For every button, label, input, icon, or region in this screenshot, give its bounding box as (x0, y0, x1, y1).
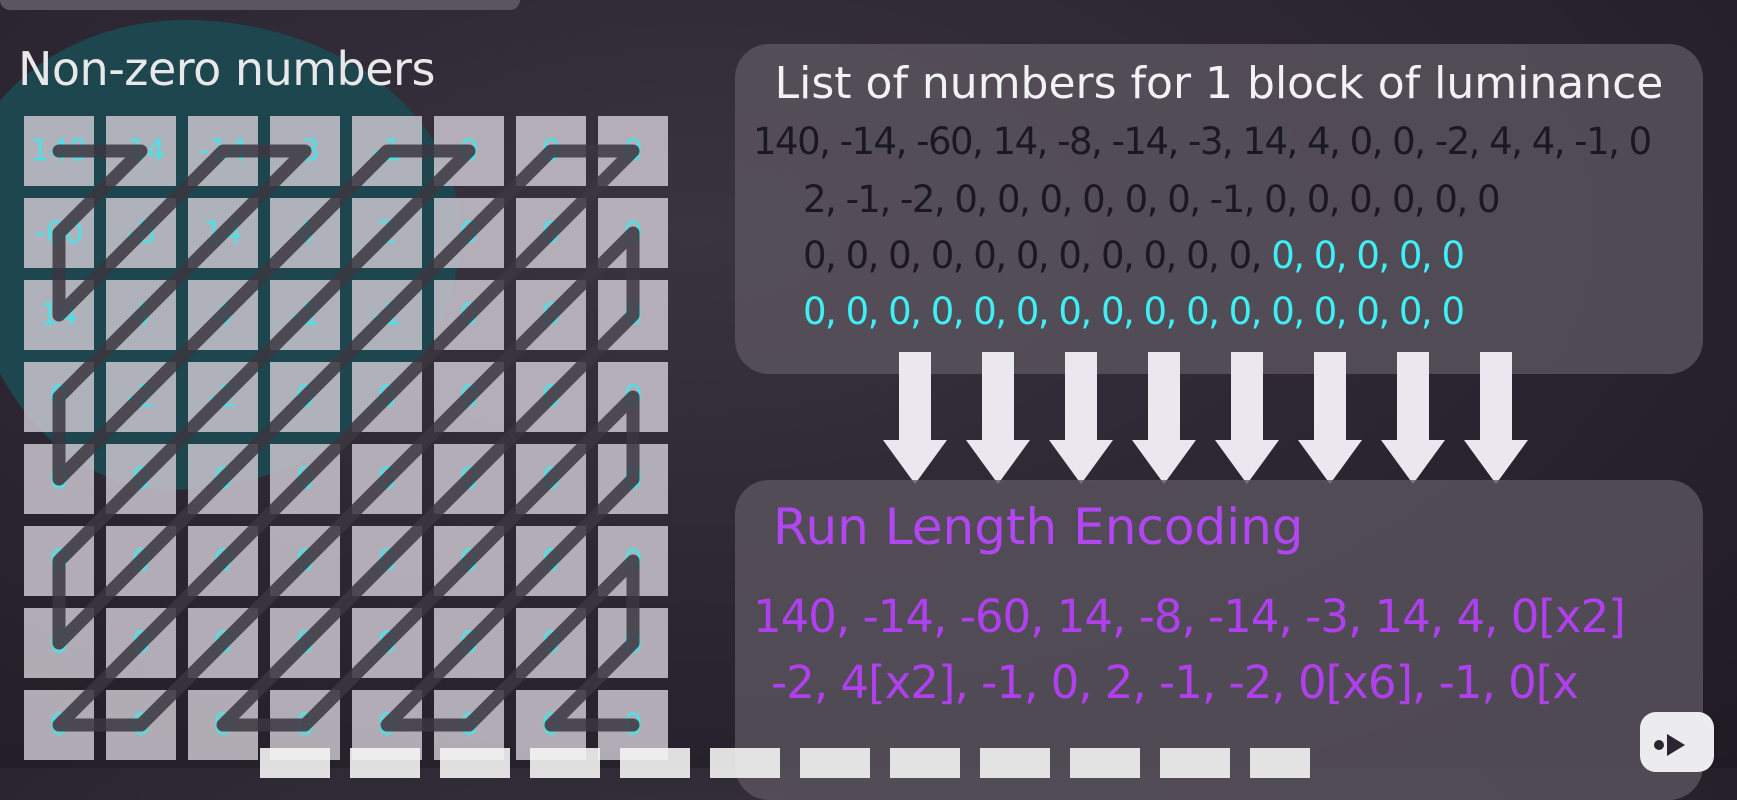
list-line-3-dark: 0, 0, 0, 0, 0, 0, 0, 0, 0, 0, 0, (803, 234, 1262, 277)
logo-eye-left (1654, 740, 1664, 750)
down-arrow-icon (1132, 352, 1196, 484)
rle-title: Run Length Encoding (773, 498, 1304, 556)
subtitle-fragment (260, 748, 1310, 778)
down-arrow-icon (966, 352, 1030, 484)
down-arrow-icon (883, 352, 947, 484)
down-arrow-icon (1381, 352, 1445, 484)
top-strip (0, 0, 520, 10)
down-arrow-icon (1215, 352, 1279, 484)
list-line-3: 0, 0, 0, 0, 0, 0, 0, 0, 0, 0, 0, 0, 0, 0… (803, 234, 1465, 277)
down-arrow-icon (1049, 352, 1113, 484)
list-title: List of numbers for 1 block of luminance (774, 58, 1664, 109)
play-icon (1667, 734, 1685, 756)
video-site-logo (1640, 712, 1714, 772)
down-arrows (883, 352, 1528, 484)
list-line-2: 2, -1, -2, 0, 0, 0, 0, 0, 0, -1, 0, 0, 0… (803, 178, 1501, 221)
nonzero-title: Non-zero numbers (18, 42, 435, 96)
rle-line-1: 140, -14, -60, 14, -8, -14, -3, 14, 4, 0… (753, 590, 1626, 643)
list-line-4: 0, 0, 0, 0, 0, 0, 0, 0, 0, 0, 0, 0, 0, 0… (803, 290, 1465, 333)
list-line-1: 140, -14, -60, 14, -8, -14, -3, 14, 4, 0… (753, 120, 1652, 163)
rle-panel: Run Length Encoding 140, -14, -60, 14, -… (735, 480, 1703, 800)
luminance-list-panel: List of numbers for 1 block of luminance… (735, 44, 1703, 374)
rle-line-2: -2, 4[x2], -1, 0, 2, -1, -2, 0[x6], -1, … (771, 656, 1579, 709)
down-arrow-icon (1464, 352, 1528, 484)
zigzag-scan-path (52, 144, 640, 732)
down-arrow-icon (1298, 352, 1362, 484)
list-line-3-cyan: 0, 0, 0, 0, 0 (1260, 234, 1465, 277)
